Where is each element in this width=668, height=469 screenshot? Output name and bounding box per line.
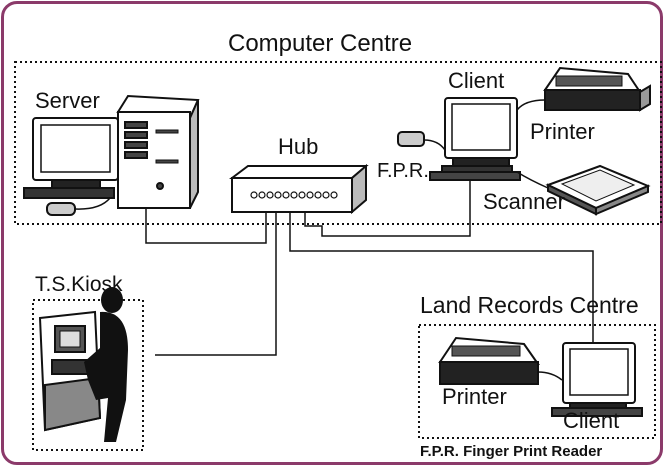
land-records-title: Land Records Centre bbox=[420, 292, 639, 318]
scanner-label: Scanner bbox=[483, 189, 565, 214]
client-computer-icon bbox=[429, 97, 521, 181]
network-cables bbox=[145, 170, 594, 356]
lr-printer-label: Printer bbox=[442, 384, 507, 409]
hub-icon bbox=[229, 163, 369, 215]
kiosk-icon bbox=[38, 310, 102, 432]
fpr-device-icon bbox=[397, 131, 446, 151]
lr-client-label: Client bbox=[563, 408, 620, 433]
server-label: Server bbox=[35, 88, 100, 113]
fpr-label: F.P.R. bbox=[377, 160, 429, 182]
hub-ports bbox=[250, 191, 338, 199]
fpr-legend: F.P.R. Finger Print Reader bbox=[420, 443, 603, 460]
computer-centre-title: Computer Centre bbox=[228, 30, 413, 57]
server-computer-icon bbox=[23, 117, 119, 216]
kiosk-label: T.S.Kiosk bbox=[35, 273, 123, 296]
computer-centre-box bbox=[14, 61, 662, 225]
land-records-box bbox=[418, 324, 656, 439]
person-icon bbox=[84, 287, 128, 442]
lr-client-computer-icon bbox=[551, 342, 643, 417]
client-label: Client bbox=[448, 68, 505, 93]
scanner-icon bbox=[516, 164, 651, 216]
server-tower-icon bbox=[116, 94, 200, 209]
hub-label: Hub bbox=[278, 134, 319, 159]
printer-icon bbox=[516, 66, 651, 112]
lr-printer-icon bbox=[438, 336, 563, 385]
printer-label: Printer bbox=[530, 119, 595, 144]
kiosk-box bbox=[32, 299, 144, 451]
